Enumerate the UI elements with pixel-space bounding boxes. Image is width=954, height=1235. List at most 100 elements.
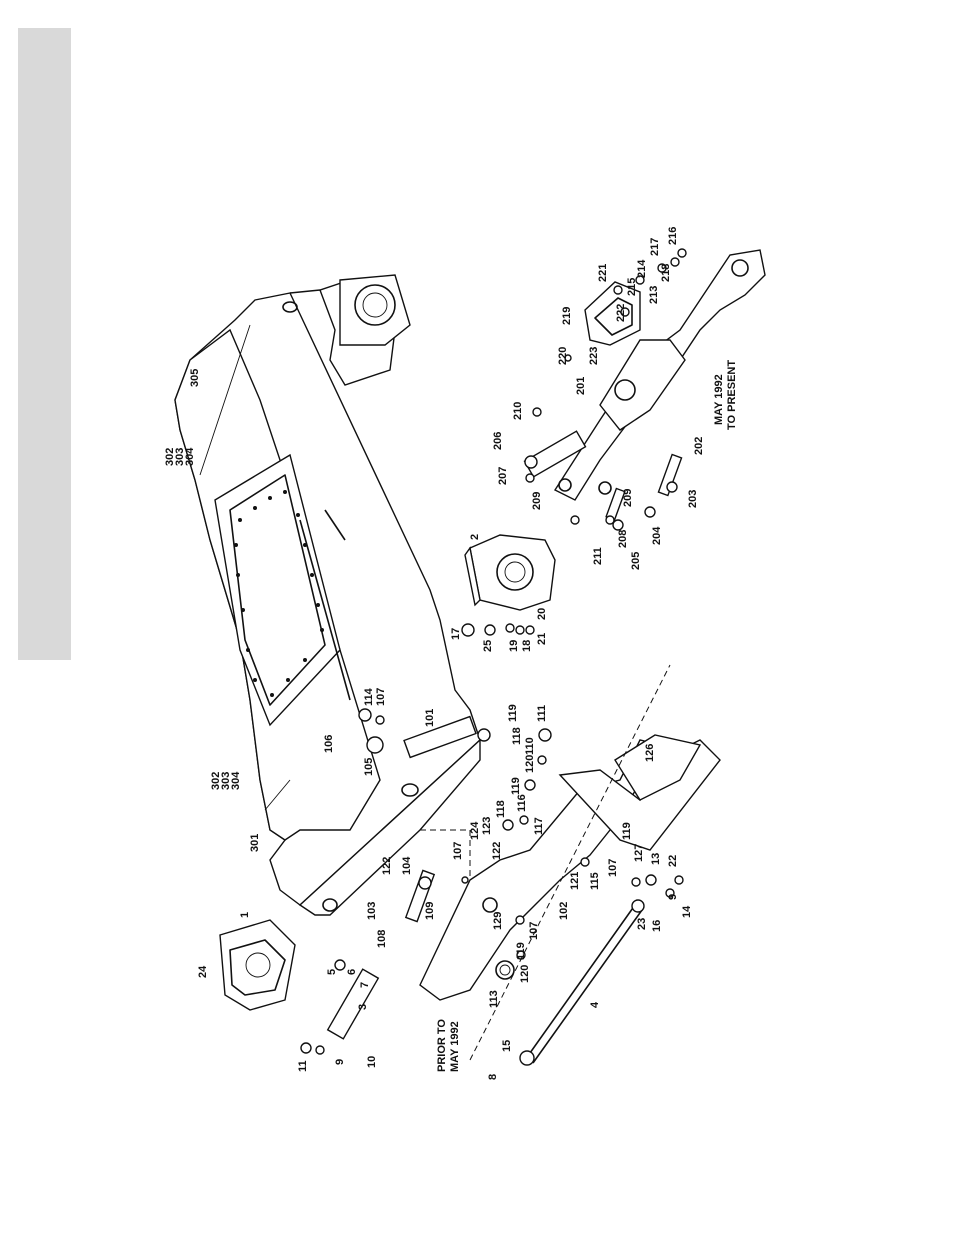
callout-201: 201 — [575, 377, 587, 395]
callout-210: 210 — [512, 402, 524, 420]
callout-129: 129 — [492, 912, 504, 930]
callout-110: 110 — [524, 737, 536, 755]
callout-8: 8 — [487, 1074, 499, 1080]
callout-107c: 107 — [452, 842, 464, 860]
caption-prior-line1: PRIOR TO — [436, 1019, 448, 1072]
callout-304b: 304 — [230, 771, 242, 790]
callout-220: 220 — [557, 347, 569, 365]
callout-222: 222 — [615, 304, 627, 322]
main-frame — [174, 274, 491, 916]
callout-108: 108 — [376, 930, 388, 948]
callout-5: 5 — [326, 969, 338, 975]
callout-119b: 119 — [621, 822, 633, 840]
callout-109: 109 — [424, 902, 436, 920]
callout-2: 2 — [469, 534, 481, 540]
callout-302b: 302 — [210, 772, 222, 790]
callout-119d: 119 — [507, 704, 519, 722]
callout-120b: 120 — [524, 755, 536, 773]
left-arm-assembly — [300, 623, 721, 1066]
callout-15: 15 — [501, 1040, 513, 1052]
callout-102: 102 — [558, 902, 570, 920]
callout-223: 223 — [588, 347, 600, 365]
callout-106: 106 — [323, 735, 335, 753]
callout-107e: 107 — [607, 859, 619, 877]
callout-3: 3 — [357, 1004, 369, 1010]
callout-4: 4 — [589, 1001, 601, 1008]
callout-17: 17 — [450, 628, 462, 640]
callout-305: 305 — [189, 369, 201, 387]
callout-204: 204 — [651, 526, 663, 545]
callout-301: 301 — [249, 834, 261, 852]
callout-119c: 119 — [510, 777, 522, 795]
callout-13: 13 — [650, 853, 662, 865]
callout-209b: 209 — [622, 489, 634, 507]
callout-304: 304 — [184, 447, 196, 466]
callout-23: 23 — [636, 918, 648, 930]
callout-11: 11 — [297, 1060, 309, 1072]
callout-127: 127 — [633, 844, 645, 862]
callout-124: 124 — [469, 821, 481, 840]
callout-118b: 118 — [511, 727, 523, 745]
callout-111: 111 — [536, 705, 548, 722]
callout-101: 101 — [424, 709, 436, 727]
callout-205: 205 — [630, 552, 642, 570]
callout-203: 203 — [687, 490, 699, 508]
callout-20: 20 — [536, 608, 548, 620]
callout-126: 126 — [644, 744, 656, 762]
callout-113: 113 — [488, 990, 500, 1008]
callout-122: 122 — [381, 857, 393, 875]
callout-119: 119 — [515, 942, 527, 960]
callout-103: 103 — [366, 902, 378, 920]
callout-208: 208 — [617, 530, 629, 548]
callout-217: 217 — [649, 238, 661, 256]
callout-9b: 9 — [667, 894, 679, 900]
callout-107d: 107 — [528, 922, 540, 940]
callout-22: 22 — [667, 855, 679, 867]
right-assembly — [523, 248, 766, 531]
block-item-2 — [464, 534, 556, 611]
callout-24: 24 — [197, 965, 209, 978]
callout-302: 302 — [164, 448, 176, 466]
callout-214: 214 — [636, 259, 648, 278]
callout-25: 25 — [482, 640, 494, 652]
callout-16: 16 — [651, 920, 663, 932]
callout-209: 209 — [531, 492, 543, 510]
callout-219: 219 — [561, 307, 573, 325]
callout-6: 6 — [346, 969, 358, 975]
callout-303b: 303 — [220, 772, 232, 790]
caption-prior-line2: MAY 1992 — [449, 1021, 461, 1072]
callout-107: 107 — [375, 688, 387, 706]
callout-1: 1 — [239, 912, 251, 918]
callout-114: 114 — [363, 687, 375, 706]
callout-117: 117 — [533, 817, 545, 835]
callout-9: 9 — [334, 1059, 346, 1065]
callout-labels: 305 302 303 304 302 303 304 301 101 114 … — [164, 227, 705, 1080]
callout-19: 19 — [508, 640, 520, 652]
captions: PRIOR TO MAY 1992 MAY 1992 TO PRESENT — [436, 360, 738, 1072]
callout-202: 202 — [693, 437, 705, 455]
callout-14: 14 — [681, 905, 693, 918]
callout-10: 10 — [366, 1056, 378, 1068]
callout-115: 115 — [589, 872, 601, 890]
callout-206: 206 — [492, 432, 504, 450]
callout-123: 123 — [481, 817, 493, 835]
callout-303: 303 — [174, 448, 186, 466]
page-side-tab — [18, 28, 71, 660]
caption-present-line2: TO PRESENT — [726, 360, 738, 430]
block-item-1 — [219, 919, 296, 1011]
callout-221: 221 — [597, 264, 609, 282]
callout-122b: 122 — [491, 842, 503, 860]
callout-218: 218 — [660, 264, 672, 282]
callout-116: 116 — [516, 794, 528, 812]
callout-18: 18 — [521, 640, 533, 652]
callout-213: 213 — [648, 286, 660, 304]
callout-211: 211 — [592, 547, 604, 565]
callout-118: 118 — [495, 800, 507, 818]
callout-104: 104 — [401, 856, 413, 875]
callout-207: 207 — [497, 467, 509, 485]
callout-7: 7 — [359, 982, 371, 988]
callout-105: 105 — [363, 758, 375, 776]
callout-215: 215 — [626, 278, 638, 296]
callout-21: 21 — [536, 633, 548, 645]
